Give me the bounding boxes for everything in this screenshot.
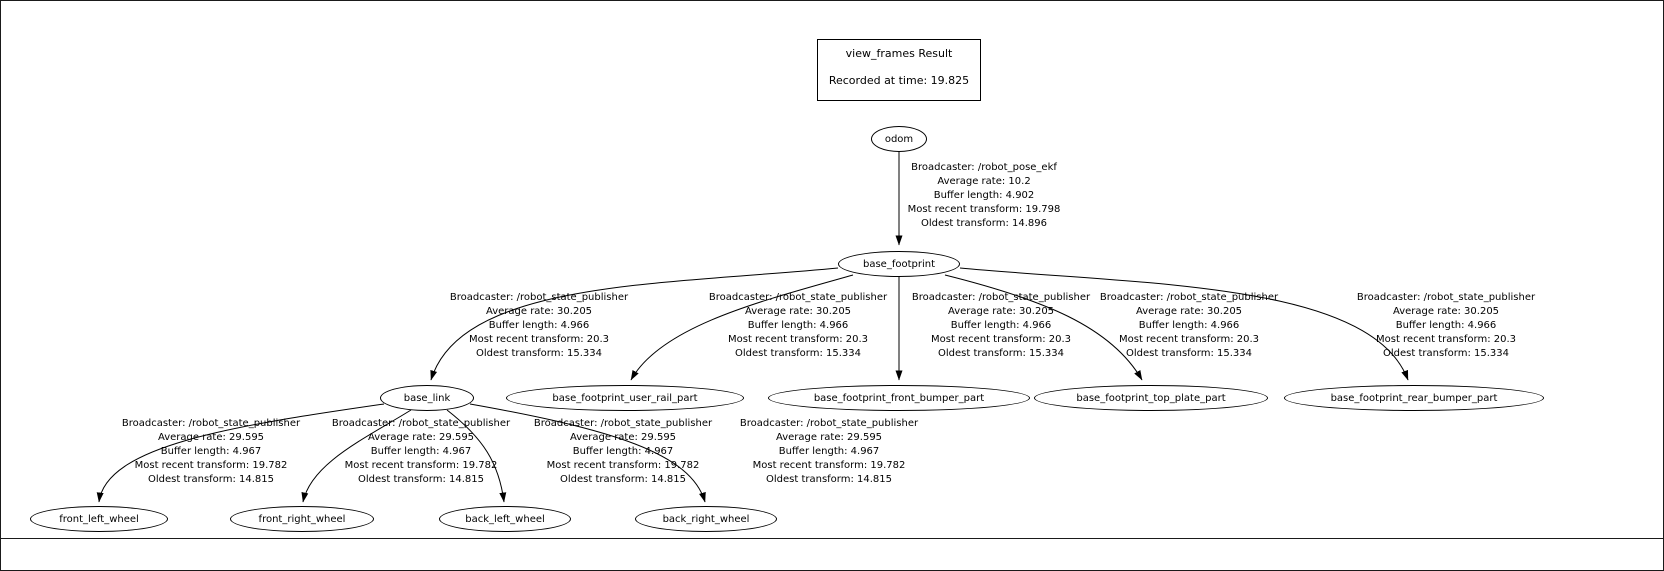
edge-label-line: Buffer length: 4.966	[488, 320, 590, 331]
node-back-right-wheel: back_right_wheel	[635, 506, 777, 532]
edge-label-base-link-front-right-wheel: Broadcaster: /robot_state_publisher Aver…	[332, 417, 510, 487]
edge-label-line: Oldest transform: 14.815	[147, 474, 275, 485]
edge-label-line: Oldest transform: 14.896	[920, 218, 1048, 229]
title-box-title: view_frames Result	[845, 47, 953, 60]
node-odom: odom	[871, 126, 927, 152]
title-box: view_frames Result Recorded at time: 19.…	[817, 39, 981, 101]
edge-label-line: Average rate: 10.2	[937, 176, 1031, 187]
edge-label-line: Most recent transform: 19.782	[752, 460, 906, 471]
edge-label-base-link-front-left-wheel: Broadcaster: /robot_state_publisher Aver…	[122, 417, 300, 487]
page-bottom-border	[1, 538, 1663, 539]
edge-label-line: Oldest transform: 15.334	[937, 348, 1065, 359]
edge-label-line: Oldest transform: 14.815	[765, 474, 893, 485]
edge-label-line: Broadcaster: /robot_state_publisher	[1356, 292, 1536, 303]
edge-label-line: Broadcaster: /robot_state_publisher	[1099, 292, 1279, 303]
node-base-footprint-front-bumper-part: base_footprint_front_bumper_part	[768, 385, 1030, 411]
edge-base-footprint-rear-bumper	[959, 267, 1409, 381]
node-base-footprint: base_footprint	[838, 251, 960, 277]
edge-label-line: Buffer length: 4.966	[1395, 320, 1497, 331]
edge-label-line: Buffer length: 4.966	[950, 320, 1052, 331]
node-base-link: base_link	[380, 385, 474, 411]
node-base-footprint-user-rail-part: base_footprint_user_rail_part	[506, 385, 744, 411]
edge-label-line: Oldest transform: 15.334	[475, 348, 603, 359]
edge-label-line: Average rate: 30.205	[485, 306, 593, 317]
edge-label-line: Average rate: 30.205	[1392, 306, 1500, 317]
node-front-right-wheel: front_right_wheel	[230, 506, 374, 532]
edge-label-base-footprint-rear-bumper: Broadcaster: /robot_state_publisher Aver…	[1357, 291, 1535, 361]
edge-label-base-link-back-right-wheel: Broadcaster: /robot_state_publisher Aver…	[740, 417, 918, 487]
edge-label-line: Most recent transform: 20.3	[1375, 334, 1517, 345]
edge-label-line: Broadcaster: /robot_state_publisher	[739, 418, 919, 429]
edge-label-line: Average rate: 30.205	[744, 306, 852, 317]
edge-label-line: Buffer length: 4.966	[1138, 320, 1240, 331]
edge-label-line: Oldest transform: 15.334	[734, 348, 862, 359]
edge-label-line: Broadcaster: /robot_state_publisher	[449, 292, 629, 303]
edge-label-line: Average rate: 30.205	[1135, 306, 1243, 317]
edge-label-line: Buffer length: 4.967	[778, 446, 880, 457]
edge-label-line: Most recent transform: 20.3	[930, 334, 1072, 345]
edge-label-line: Broadcaster: /robot_state_publisher	[911, 292, 1091, 303]
edge-label-line: Average rate: 29.595	[775, 432, 883, 443]
edge-label-line: Most recent transform: 20.3	[1118, 334, 1260, 345]
edge-label-line: Most recent transform: 19.782	[134, 460, 288, 471]
edge-label-line: Oldest transform: 14.815	[357, 474, 485, 485]
edge-label-base-footprint-front-bumper: Broadcaster: /robot_state_publisher Aver…	[912, 291, 1090, 361]
edge-base-footprint-user-rail	[630, 274, 854, 381]
node-back-left-wheel: back_left_wheel	[439, 506, 571, 532]
edge-label-base-footprint-user-rail: Broadcaster: /robot_state_publisher Aver…	[709, 291, 887, 361]
node-front-left-wheel: front_left_wheel	[30, 506, 168, 532]
edge-label-odom-base-footprint: Broadcaster: /robot_pose_ekf Average rat…	[908, 161, 1061, 231]
edge-label-line: Broadcaster: /robot_state_publisher	[708, 292, 888, 303]
edge-label-line: Oldest transform: 15.334	[1382, 348, 1510, 359]
edge-base-link-front-left-wheel	[96, 403, 385, 503]
edge-label-line: Most recent transform: 19.782	[344, 460, 498, 471]
edge-label-line: Buffer length: 4.967	[160, 446, 262, 457]
edge-label-line: Buffer length: 4.966	[747, 320, 849, 331]
edge-label-line: Most recent transform: 20.3	[468, 334, 610, 345]
edge-label-line: Average rate: 29.595	[157, 432, 265, 443]
edge-label-line: Broadcaster: /robot_state_publisher	[331, 418, 511, 429]
edge-label-line: Broadcaster: /robot_state_publisher	[121, 418, 301, 429]
edge-base-link-back-right-wheel	[469, 403, 706, 503]
edge-label-line: Buffer length: 4.967	[572, 446, 674, 457]
edge-label-line: Average rate: 29.595	[569, 432, 677, 443]
edge-label-line: Average rate: 29.595	[367, 432, 475, 443]
edge-label-base-footprint-top-plate: Broadcaster: /robot_state_publisher Aver…	[1100, 291, 1278, 361]
edge-label-line: Buffer length: 4.902	[933, 190, 1035, 201]
node-base-footprint-rear-bumper-part: base_footprint_rear_bumper_part	[1284, 385, 1544, 411]
edge-base-footprint-base-link	[430, 267, 839, 381]
edge-label-base-link-back-left-wheel: Broadcaster: /robot_state_publisher Aver…	[534, 417, 712, 487]
edge-label-line: Most recent transform: 20.3	[727, 334, 869, 345]
edge-label-line: Most recent transform: 19.798	[907, 204, 1061, 215]
edge-base-link-front-right-wheel	[301, 409, 412, 503]
edge-label-line: Buffer length: 4.967	[370, 446, 472, 457]
edge-label-line: Most recent transform: 19.782	[546, 460, 700, 471]
edge-base-footprint-top-plate	[944, 274, 1143, 381]
edge-label-line: Average rate: 30.205	[947, 306, 1055, 317]
edge-label-line: Broadcaster: /robot_state_publisher	[533, 418, 713, 429]
node-base-footprint-top-plate-part: base_footprint_top_plate_part	[1034, 385, 1268, 411]
edge-base-link-back-left-wheel	[446, 409, 507, 503]
edge-label-line: Broadcaster: /robot_pose_ekf	[911, 162, 1057, 173]
edge-label-line: Oldest transform: 14.815	[559, 474, 687, 485]
edge-label-base-footprint-base-link: Broadcaster: /robot_state_publisher Aver…	[450, 291, 628, 361]
edge-label-line: Oldest transform: 15.334	[1125, 348, 1253, 359]
title-box-recorded-time: Recorded at time: 19.825	[828, 74, 970, 87]
